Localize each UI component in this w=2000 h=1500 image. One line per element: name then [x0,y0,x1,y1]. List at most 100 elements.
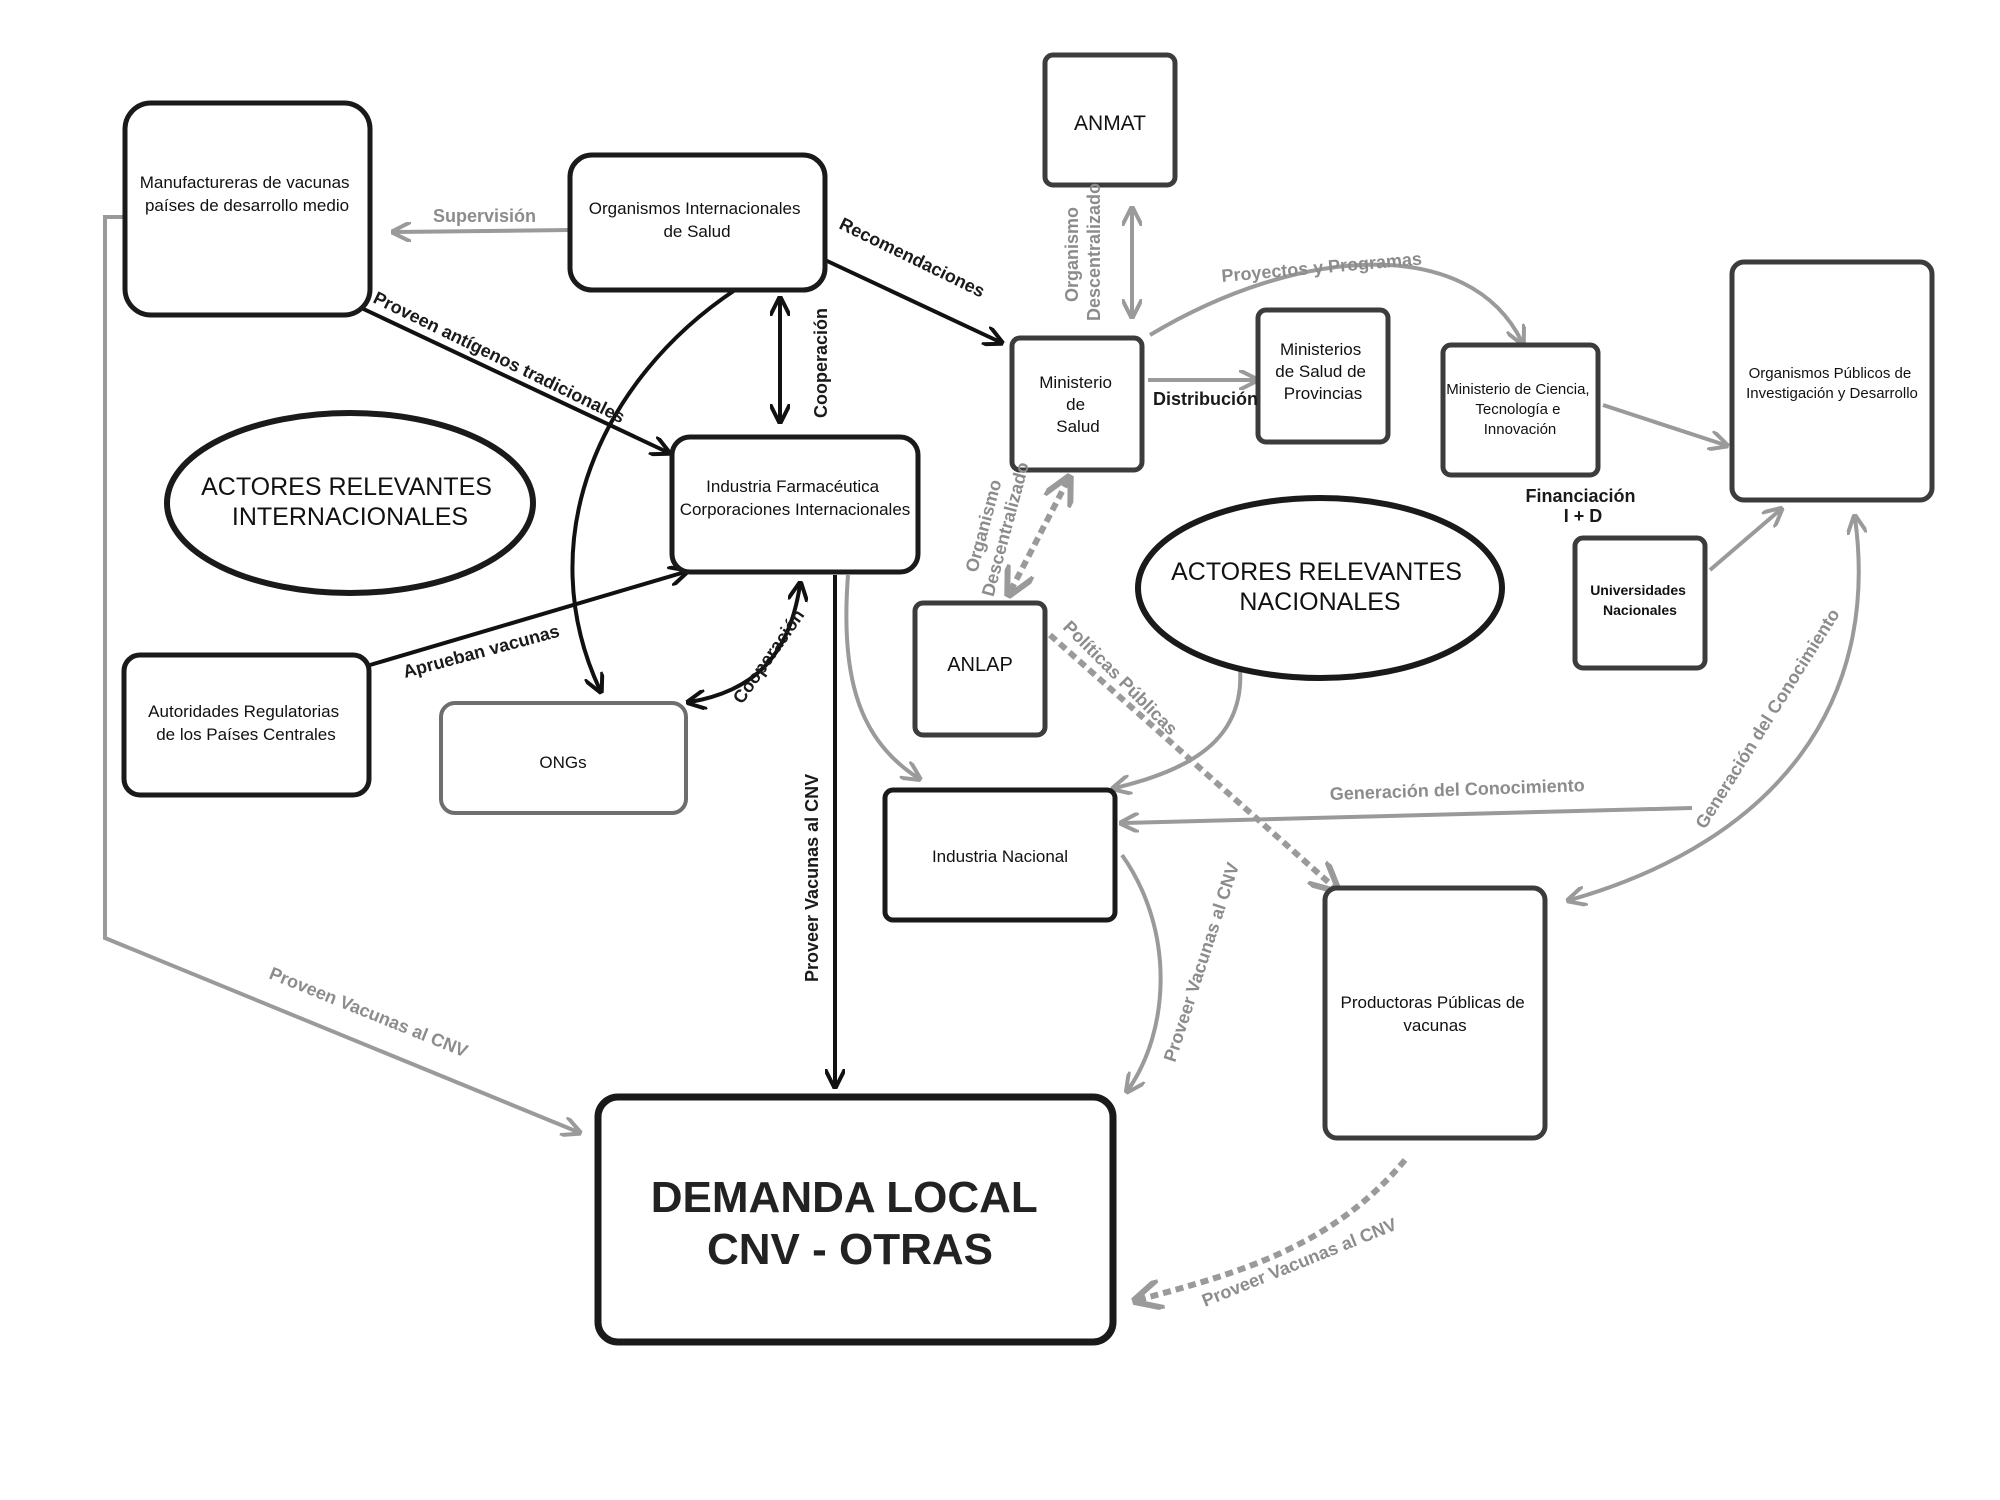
edge-productoras-demanda [1138,1158,1408,1300]
node-ministerios-provincias: Ministerios de Salud de Provincias [1255,307,1391,445]
node-label-line: Ministerio de Ciencia, [1446,381,1589,398]
svg-text:ACTORES RELEVANTES NACIO: ACTORES RELEVANTES NACIONALES [1171,558,1469,616]
node-label-line: Productoras Públicas de [1340,993,1524,1012]
edge-politicas-publicas [1048,632,1335,888]
node-demanda-local: DEMANDA LOCAL CNV - OTRAS [594,1093,1117,1346]
group-label-line: ACTORES RELEVANTES [201,473,492,501]
edge-organismos-ongs [570,288,737,690]
svg-text:Ministerios de Salud de: Ministerios de Salud de Provincias [1275,340,1370,403]
svg-text:ACTORES RELEVANTES INTER: ACTORES RELEVANTES INTERNACIONALES [201,473,499,531]
node-label-line: Provincias [1284,384,1362,403]
node-ministerio-salud: Ministerio de Salud [1009,335,1145,473]
label-aprueban-vacunas: Aprueban vacunas [401,621,562,682]
label-generacion-1: Generación del Conocimiento [1329,775,1585,804]
node-label-line: de [1066,395,1085,414]
label-line: Financiación [1525,486,1635,506]
node-label-line: Organismos Internacionales [589,199,801,218]
edge-proveen-izq [103,215,578,1132]
label-proveer-productoras: Proveer Vacunas al CNV [1199,1214,1399,1311]
edge-nacional-demanda [1120,853,1163,1090]
svg-text:Ministerio de Salu: Ministerio de Salud [1039,373,1116,436]
edge-ciencia-organismos [1602,403,1725,445]
node-industria-farmaceutica: Industria Farmacéutica Corporaciones Int… [669,434,921,575]
svg-text:Universidades Nacionales: Universidades Nacionales [1590,582,1690,618]
group-label-line: NACIONALES [1239,588,1400,616]
node-label-line: Autoridades Regulatorias [148,702,339,721]
group-label-line: ACTORES RELEVANTES [1171,558,1462,586]
label-line: Descentralizado [1084,183,1104,321]
node-label-line: Ministerio [1039,373,1112,392]
node-label-line: DEMANDA LOCAL [651,1173,1037,1222]
svg-text:Organismos Públicos de I: Organismos Públicos de Investigación y D… [1746,365,1918,402]
svg-text:DEMANDA LOCAL CNV - OTRA: DEMANDA LOCAL CNV - OTRAS [651,1173,1049,1274]
node-label-line: Industria Nacional [932,847,1068,866]
svg-text:Industria Farmacéutica C: Industria Farmacéutica Corporaciones Int… [680,477,911,519]
label-cooperacion-1: Cooperación [811,308,831,418]
node-anmat: ANMAT [1042,52,1178,188]
label-line: Organismo [1062,207,1082,302]
label-generacion-2: Generación del Conocimiento [1691,605,1843,832]
edge-recomendaciones [824,258,1000,342]
svg-text:Organismos Internacionales: Organismos Internacionales de Salud [589,199,805,241]
node-label-line: Universidades [1590,582,1686,598]
edge-generacion-horizontal [1123,806,1693,823]
node-label-line: Nacionales [1603,602,1677,618]
connectors [103,210,1859,1300]
svg-text:Manufactureras de vacunas: Manufactureras de vacunas países de desa… [140,173,355,215]
node-ministerio-ciencia: Ministerio de Ciencia, Tecnología e Inno… [1440,342,1601,478]
node-label-line: Investigación y Desarrollo [1746,385,1918,402]
group-nacionales: ACTORES RELEVANTES NACIONALES [1135,495,1505,681]
node-label-line: Corporaciones Internacionales [680,500,911,519]
node-label-line: Salud [1056,417,1099,436]
node-label-line: vacunas [1403,1016,1466,1035]
node-label-line: Manufactureras de vacunas [140,173,350,192]
node-label-line: ANLAP [947,654,1013,676]
label-cooperacion-2: Cooperación [729,606,808,708]
node-productoras-publicas: Productoras Públicas de vacunas [1322,885,1548,1141]
edge-aprueban-vacunas [369,572,685,667]
node-label-line: Organismos Públicos de [1749,365,1912,382]
edge-ministerio-anlap [1010,480,1068,592]
node-anlap: ANLAP [912,600,1048,738]
label-proyectos-programas: Proyectos y Programas [1221,249,1423,286]
svg-text:Autoridades Regulatorias: Autoridades Regulatorias de los Países C… [148,702,344,744]
group-label-line: INTERNACIONALES [232,503,468,531]
label-financiacion: Financiación I + D [1525,486,1640,526]
label-proveer-nacional: Proveer Vacunas al CNV [1160,860,1243,1064]
node-label-line: de Salud [663,222,730,241]
label-organismo-descentralizado-1: Organismo Descentralizado [1062,183,1104,321]
node-label-line: de los Países Centrales [156,725,336,744]
edge-nacionales-industria [1115,667,1243,788]
node-label-line: ONGs [539,753,586,772]
edge-cooperacion-curved [690,585,800,702]
svg-text:Ministerio de Ciencia, T: Ministerio de Ciencia, Tecnología e Inno… [1446,381,1594,438]
node-label-line: países de desarrollo medio [145,196,349,215]
edge-supervision [395,230,571,232]
node-organismos-internacionales: Organismos Internacionales de Salud [567,152,828,293]
node-label-line: Innovación [1484,421,1557,438]
node-universidades: Universidades Nacionales [1572,535,1708,671]
edge-industria-nacional [844,574,918,778]
node-label-line: de Salud de [1275,362,1366,381]
node-label-line: Tecnología e [1475,401,1560,418]
edge-universidades-organismos [1708,510,1780,572]
node-industria-nacional: Industria Nacional [882,787,1118,923]
node-label-line: ANMAT [1074,112,1146,135]
node-label-line: CNV - OTRAS [707,1225,993,1274]
edge-generacion-curved [1570,518,1859,900]
label-proveen-antigenos: Proveen antígenos tradicionales [370,288,628,427]
edge-proveen-antigenos [354,303,667,452]
node-manufactureras: Manufactureras de vacunas países de desa… [122,100,373,318]
label-proveer-central: Proveer Vacunas al CNV [802,774,822,982]
node-organismos-publicos-id: Organismos Públicos de Investigación y D… [1729,259,1935,503]
edge-proyectos-programas [1148,262,1522,342]
node-autoridades-regulatorias: Autoridades Regulatorias de los Países C… [121,652,372,798]
label-supervision: Supervisión [433,206,536,226]
node-ongs: ONGs [439,701,688,815]
label-organismo-descentralizado-2: Organismo Descentralizado [957,454,1033,598]
node-label-line: Industria Farmacéutica [706,477,879,496]
svg-text:Productoras Públicas de: Productoras Públicas de vacunas [1340,993,1529,1035]
label-line: I + D [1564,506,1603,526]
label-distribucion: Distribución [1153,389,1258,409]
